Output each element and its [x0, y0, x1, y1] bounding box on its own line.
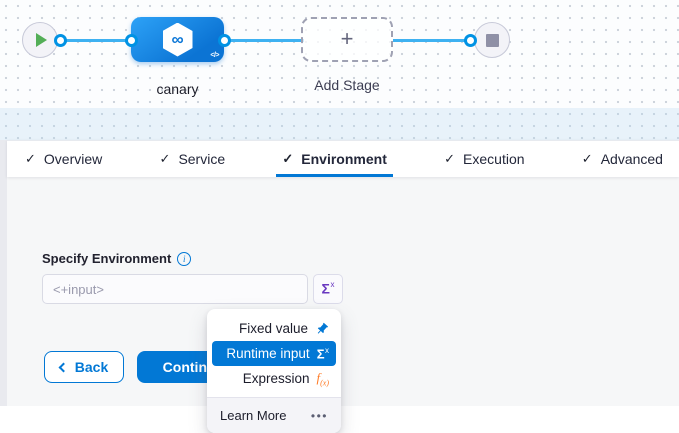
menu-item-label: Expression [242, 371, 310, 386]
add-stage-label: Add Stage [314, 77, 380, 93]
tab-label: Execution [463, 151, 525, 167]
tab-overview[interactable]: ✓ Overview [19, 141, 108, 177]
infinity-icon: ∞ [171, 30, 184, 49]
tab-environment[interactable]: ✓ Environment [276, 141, 392, 177]
tab-label: Overview [43, 151, 103, 167]
stop-icon [485, 33, 499, 47]
learn-more-label: Learn More [220, 408, 287, 423]
environment-tab-content: Specify Environment i Σx Back Continue [7, 177, 679, 433]
chevron-left-icon [58, 362, 69, 373]
tab-label: Service [178, 151, 226, 167]
sigma-icon: Σx [316, 345, 329, 362]
pin-icon [317, 322, 329, 334]
learn-more-row[interactable]: Learn More ••• [207, 397, 341, 433]
value-type-menu: Fixed value Runtime input Σx Expression [207, 309, 341, 397]
stage-left-port [125, 33, 138, 47]
connector-line [228, 39, 304, 42]
pipeline-canvas: ∞ </> + canary Add Stage [0, 0, 679, 140]
stage-tabbar: ✓ Overview ✓ Service ✓ Environment ✓ Exe… [7, 140, 679, 177]
more-options-icon[interactable]: ••• [310, 408, 328, 423]
left-gutter [0, 140, 7, 406]
play-icon [36, 33, 47, 47]
menu-item-label: Runtime input [226, 346, 310, 361]
check-icon: ✓ [581, 151, 593, 166]
stage-right-port [218, 33, 231, 47]
tab-label: Advanced [600, 151, 663, 167]
add-stage-button[interactable]: + [301, 17, 393, 62]
connector-line [393, 39, 467, 42]
runtime-input-type-button[interactable]: Σx [313, 274, 343, 304]
end-node-port [464, 33, 477, 47]
value-type-dropdown: Fixed value Runtime input Σx Expression [207, 309, 341, 433]
check-icon: ✓ [25, 151, 36, 166]
tab-label: Environment [301, 151, 387, 167]
menu-item-expression[interactable]: Expression f(x) [212, 366, 336, 391]
check-icon: ✓ [444, 151, 456, 166]
environment-input[interactable] [42, 274, 308, 304]
harness-hexagon-icon: ∞ [162, 22, 193, 57]
plus-icon: + [340, 25, 354, 51]
back-button[interactable]: Back [44, 351, 124, 383]
tab-execution[interactable]: ✓ Execution [438, 141, 530, 177]
pipeline-end-node [474, 22, 510, 58]
specify-environment-row: Specify Environment i [42, 251, 192, 266]
code-icon: </> [210, 52, 219, 59]
back-button-label: Back [74, 359, 109, 375]
tab-service[interactable]: ✓ Service [154, 141, 232, 177]
pipeline-start-node [22, 22, 58, 58]
check-icon: ✓ [282, 151, 294, 166]
canvas-tint-band [0, 108, 679, 140]
menu-item-runtime-input[interactable]: Runtime input Σx [212, 341, 336, 366]
stage-node-canary[interactable]: ∞ </> [131, 17, 224, 62]
stage-config-panel: ✓ Overview ✓ Service ✓ Environment ✓ Exe… [7, 140, 679, 433]
stage-label: canary [156, 81, 199, 97]
sigma-icon: Σ [321, 280, 330, 297]
menu-item-label: Fixed value [238, 321, 308, 336]
fx-icon: f(x) [316, 369, 329, 388]
start-node-port [54, 33, 67, 47]
specify-environment-label: Specify Environment [42, 251, 172, 266]
tab-advanced[interactable]: ✓ Advanced [576, 141, 669, 177]
menu-item-fixed-value[interactable]: Fixed value [212, 316, 336, 341]
check-icon: ✓ [159, 151, 171, 166]
connector-line [62, 39, 132, 42]
info-icon[interactable]: i [177, 251, 192, 266]
